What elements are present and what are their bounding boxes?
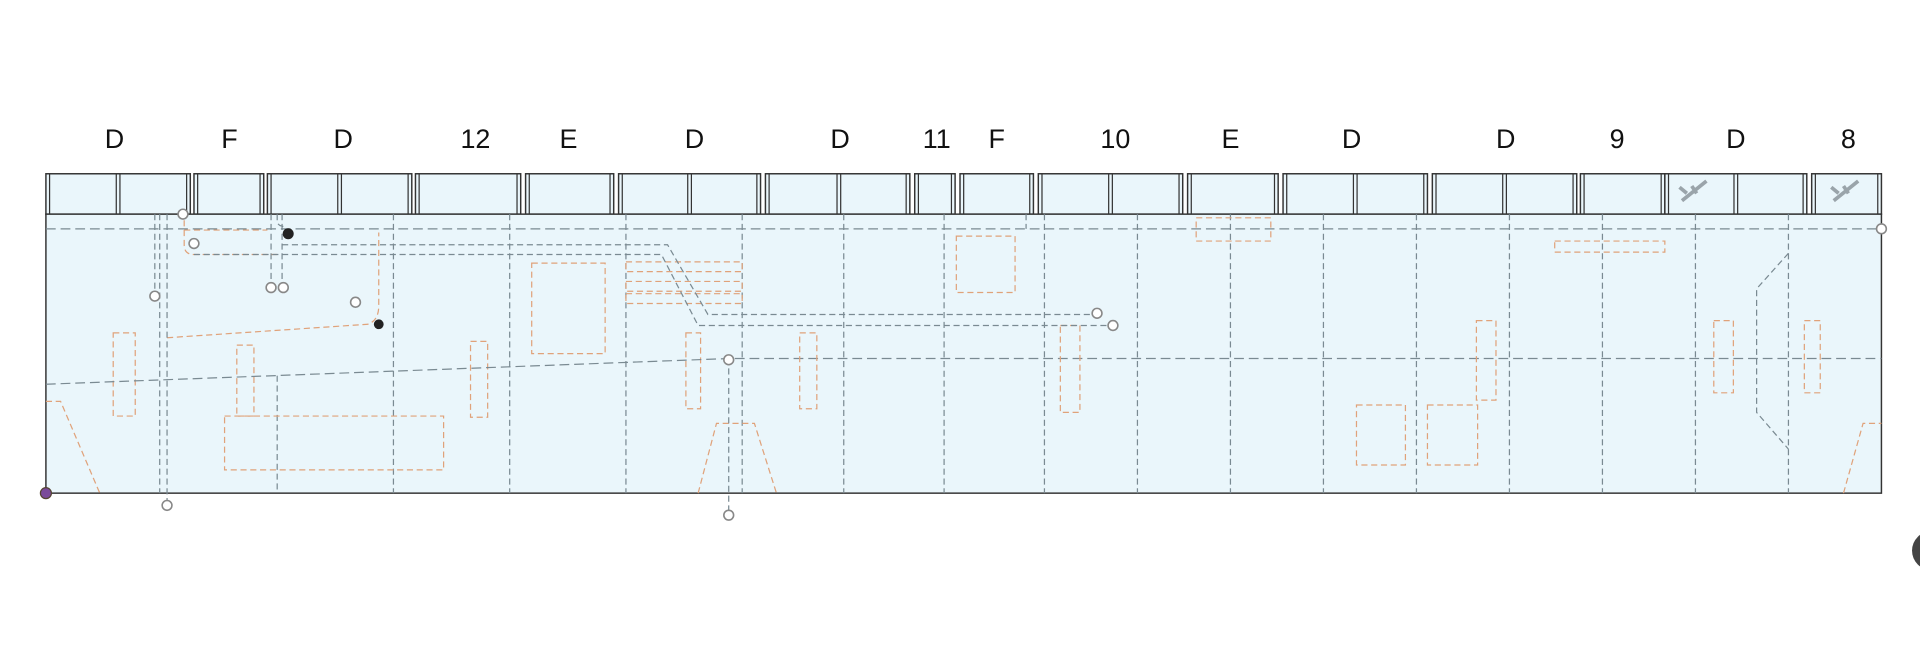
header-cell — [193, 173, 265, 215]
pipes — [45, 214, 1789, 516]
header-cell — [617, 173, 762, 215]
bay-label: D — [334, 124, 353, 154]
header-cell — [1579, 173, 1666, 215]
nodes — [39, 208, 1888, 521]
bay-label: D — [830, 124, 849, 154]
bay-label: 12 — [460, 124, 490, 154]
header-cell — [959, 173, 1035, 215]
bay-label: D — [105, 124, 124, 154]
header-cell — [524, 173, 615, 215]
bay-label: F — [988, 124, 1004, 154]
header-cell — [1810, 173, 1883, 215]
bay-label: E — [559, 124, 577, 154]
bay-label: E — [1221, 124, 1239, 154]
origin-marker — [39, 487, 53, 500]
header-cell — [414, 173, 522, 215]
bay-label: D — [685, 124, 704, 154]
bay-label: 10 — [1100, 124, 1130, 154]
bay-label: D — [1726, 124, 1745, 154]
bay-label: 9 — [1610, 124, 1625, 154]
bay-label: 11 — [923, 124, 951, 154]
scroll-handle[interactable] — [1912, 531, 1920, 570]
grid-lines — [45, 214, 1882, 494]
bay-label: F — [221, 124, 237, 154]
main-area — [45, 213, 1883, 494]
header-cell — [1431, 173, 1578, 215]
header-cell — [913, 173, 956, 215]
bay-labels: D F D 12 E D D 11 F 10 E D D 9 D 8 — [105, 124, 1856, 154]
header-cell — [45, 173, 192, 215]
header-cell — [1037, 173, 1184, 215]
header-cells — [45, 173, 1883, 215]
bay-label: 8 — [1841, 124, 1856, 154]
header-cell — [1282, 173, 1429, 215]
header-cell — [266, 173, 413, 215]
bay-label: D — [1342, 124, 1361, 154]
bay-label: D — [1496, 124, 1515, 154]
annotations — [45, 217, 1882, 494]
stair-icon — [1678, 179, 1860, 203]
header-cell — [1186, 173, 1279, 215]
